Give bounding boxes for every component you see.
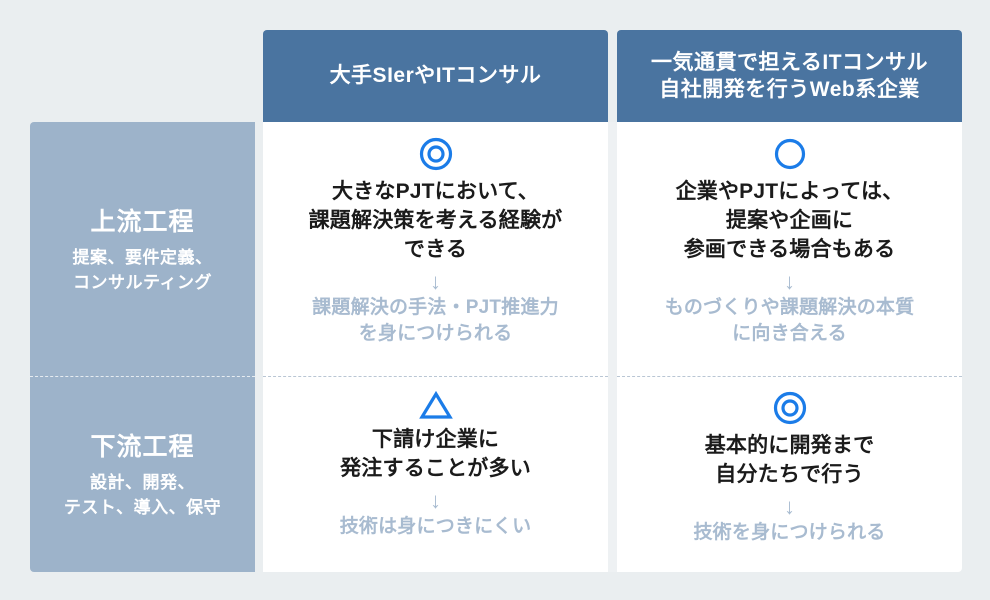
cell-downstream-sier-main-line-2: 発注することが多い bbox=[340, 456, 531, 480]
row-divider-column-sier bbox=[263, 376, 608, 377]
cell-upstream-sier-main-line-1: 大きなPJTにおいて、 bbox=[331, 180, 540, 203]
row-label-upstream-subtitle: 提案、要件定義、 コンサルティング bbox=[73, 246, 213, 295]
cell-upstream-sier-sub: 課題解決の手法・PJT推進力 を身につけられる bbox=[312, 295, 559, 346]
cell-upstream-sier-sub-line-2: を身につけられる bbox=[358, 322, 513, 344]
cell-upstream-web-main-line-3: 参画できる場合もある bbox=[683, 237, 896, 261]
row-label-upstream-title: 上流工程 bbox=[90, 208, 195, 237]
cell-upstream-web-sub-line-2: に向き合える bbox=[732, 322, 847, 344]
cell-downstream-web-main-line-1: 基本的に開発まで bbox=[704, 434, 875, 457]
cell-downstream-web: 基本的に開発まで 自分たちで行う ↓ 技術を身につけられる bbox=[617, 376, 962, 572]
row-divider-labels bbox=[30, 376, 255, 377]
column-header-sier-line-1: 大手SIerやITコンサル bbox=[329, 64, 542, 88]
cell-downstream-sier-sub-line-1: 技術は身につきにくい bbox=[339, 515, 532, 537]
double-circle-icon bbox=[418, 136, 454, 172]
cell-upstream-sier-sub-line-1: 課題解決の手法・PJT推進力 bbox=[312, 296, 559, 318]
cell-upstream-web-sub-line-1: ものづくりや課題解決の本質 bbox=[664, 296, 915, 318]
row-divider-column-web bbox=[617, 376, 962, 377]
cell-upstream-sier: 大きなPJTにおいて、 課題解決策を考える経験が できる ↓ 課題解決の手法・P… bbox=[263, 122, 608, 376]
column-header-web-text: 一気通貫で担えるITコンサル 自社開発を行うWeb系企業 bbox=[651, 49, 928, 104]
cell-upstream-sier-main-line-3: できる bbox=[403, 237, 468, 261]
row-label-upstream-subtitle-line-1: 提案、要件定義、 bbox=[72, 248, 213, 268]
cell-downstream-sier-main: 下請け企業に 発注することが多い bbox=[340, 426, 531, 484]
column-gutter bbox=[608, 122, 617, 572]
cell-downstream-sier: 下請け企業に 発注することが多い ↓ 技術は身につきにくい bbox=[263, 376, 608, 572]
arrow-down-icon: ↓ bbox=[430, 487, 441, 513]
cell-downstream-sier-sub: 技術は身につきにくい bbox=[340, 514, 532, 540]
column-header-sier-text: 大手SIerやITコンサル bbox=[330, 62, 542, 89]
triangle-icon bbox=[418, 390, 453, 420]
circle-icon bbox=[772, 136, 808, 172]
row-label-downstream: 下流工程 設計、開発、 テスト、導入、保守 bbox=[30, 376, 255, 572]
row-label-downstream-title: 下流工程 bbox=[90, 433, 195, 462]
cell-downstream-web-main: 基本的に開発まで 自分たちで行う bbox=[705, 432, 875, 490]
column-header-web-line-2: 自社開発を行うWeb系企業 bbox=[659, 78, 920, 101]
column-header-sier: 大手SIerやITコンサル bbox=[263, 30, 608, 122]
cell-upstream-web-sub: ものづくりや課題解決の本質 に向き合える bbox=[665, 295, 915, 346]
arrow-down-icon: ↓ bbox=[784, 493, 795, 519]
row-label-downstream-subtitle-line-1: 設計、開発、 bbox=[89, 473, 195, 493]
cell-downstream-web-main-line-2: 自分たちで行う bbox=[715, 462, 864, 486]
cell-upstream-web-main: 企業やPJTによっては、 提案や企画に 参画できる場合もある bbox=[676, 178, 904, 265]
cell-upstream-web: 企業やPJTによっては、 提案や企画に 参画できる場合もある ↓ ものづくりや課… bbox=[617, 122, 962, 376]
column-header-web: 一気通貫で担えるITコンサル 自社開発を行うWeb系企業 bbox=[617, 30, 962, 122]
cell-upstream-web-main-line-2: 提案や企画に bbox=[725, 208, 854, 232]
row-label-upstream: 上流工程 提案、要件定義、 コンサルティング bbox=[30, 122, 255, 376]
row-label-downstream-subtitle-line-2: テスト、導入、保守 bbox=[63, 498, 222, 517]
arrow-down-icon: ↓ bbox=[784, 268, 795, 294]
cell-upstream-sier-main: 大きなPJTにおいて、 課題解決策を考える経験が できる bbox=[309, 178, 563, 265]
column-header-web-line-1: 一気通貫で担えるITコンサル bbox=[650, 50, 929, 74]
cell-upstream-sier-main-line-2: 課題解決策を考える経験が bbox=[308, 208, 563, 232]
cell-upstream-web-main-line-1: 企業やPJTによっては、 bbox=[675, 180, 904, 203]
arrow-down-icon: ↓ bbox=[430, 268, 441, 294]
cell-downstream-web-sub: 技術を身につけられる bbox=[693, 520, 885, 546]
cell-downstream-web-sub-line-1: 技術を身につけられる bbox=[693, 521, 886, 543]
double-circle-icon bbox=[772, 390, 808, 426]
row-label-downstream-subtitle: 設計、開発、 テスト、導入、保守 bbox=[64, 471, 221, 520]
row-label-upstream-subtitle-line-2: コンサルティング bbox=[73, 273, 212, 292]
cell-downstream-sier-main-line-1: 下請け企業に bbox=[371, 428, 500, 451]
